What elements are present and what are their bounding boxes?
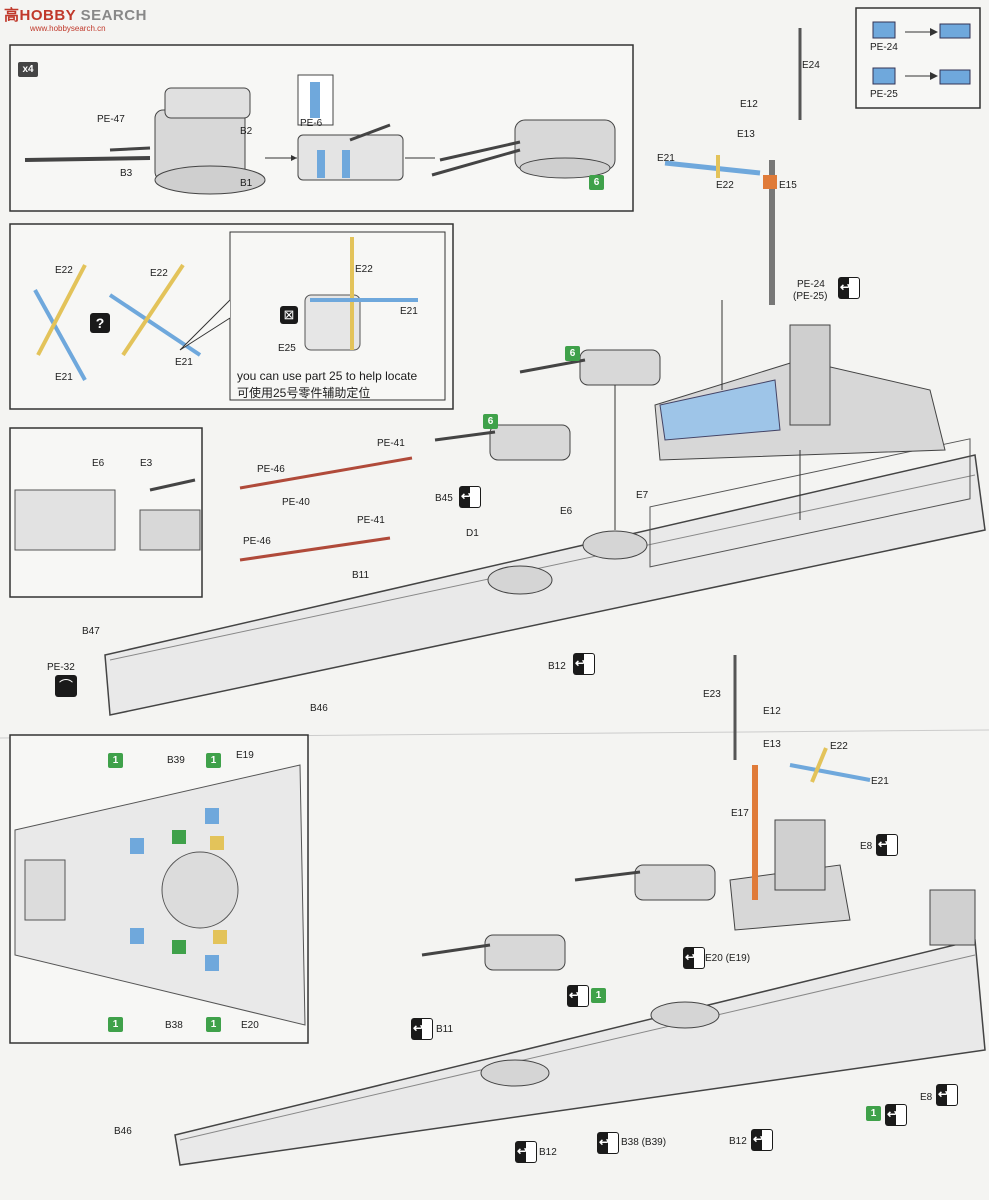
part-label-e21: E21 [55,372,73,383]
remove-icon: ⊠ [280,306,298,324]
part-label-e21: E21 [871,776,889,787]
part-label-e3: E3 [140,458,153,469]
flip-icon: ↩ [459,486,481,508]
part-label-b45: B45 [435,493,453,504]
flip-icon: ↩ [876,834,898,856]
part-label-b46: B46 [114,1126,132,1137]
bend-icon: ⌒ [55,675,77,697]
part-label-pe24-mast: PE-24 [797,279,825,290]
part-label-e15: E15 [779,180,797,191]
step-badge: 1 [108,753,123,768]
part-label-e22: E22 [150,268,168,279]
part-label-b11: B11 [436,1024,454,1035]
turret-drawing-2 [297,74,404,181]
part-label-e24: E24 [802,60,820,71]
part-label-e21: E21 [400,306,418,317]
part-label-pe6: PE-6 [300,118,323,129]
part-label-e13: E13 [737,129,755,140]
part-label-b2: B2 [240,126,253,137]
part-label-e6: E6 [92,458,105,469]
question-icon: ? [90,313,110,333]
part-label-e6: E6 [560,506,573,517]
part-label-e12: E12 [763,706,781,717]
hull-aft [174,939,986,1166]
flip-icon: ↩ [936,1084,958,1106]
part-label-e23: E23 [703,689,721,700]
part-label-e12: E12 [740,99,758,110]
part-label-pe46: PE-46 [257,464,285,475]
step-badge: 1 [108,1017,123,1032]
flip-icon: ↩ [885,1104,907,1126]
flip-icon: ↩ [751,1129,773,1151]
part-label-b38: B38 [165,1020,183,1031]
flip-icon: ↩ [597,1132,619,1154]
part-label-b12: B12 [539,1147,557,1158]
part-label-b12: B12 [729,1136,747,1147]
part-label-e13: E13 [763,739,781,750]
watermark-url: www.hobbysearch.cn [30,24,106,33]
part-label-pe24: PE-24 [870,42,898,53]
flip-icon: ↩ [515,1141,537,1163]
part-label-pe47: PE-47 [97,114,125,125]
part-label-b46: B46 [310,703,328,714]
step-badge: 1 [591,988,606,1003]
part-label-pe40: PE-40 [282,497,310,508]
part-label-e19: E19 [236,750,254,761]
part-label-e8: E8 [860,841,873,852]
part-label-e22: E22 [830,741,848,752]
step-badge: 6 [565,346,580,361]
part-label-e22: E22 [355,264,373,275]
part-label-e20-e19: E20 (E19) [705,953,751,964]
note-english: you can use part 25 to help locate [237,369,418,383]
part-label-d1: D1 [466,528,479,539]
part-label-e22: E22 [716,180,734,191]
part-label-b39: B39 [167,755,185,766]
part-label-b12: B12 [548,661,566,672]
step-badge: 6 [589,175,604,190]
note-chinese: 可使用25号零件辅助定位 [237,386,371,400]
part-label-b3: B3 [120,168,133,179]
part-label-e22: E22 [55,265,73,276]
step-badge: 1 [866,1106,881,1121]
multiplier-badge: x4 [18,62,38,77]
part-label-b11: B11 [352,570,370,581]
turret-drawing-3 [431,119,616,179]
watermark-logo: 高HOBBY SEARCH [4,7,147,24]
part-label-pe41: PE-41 [357,515,385,526]
part-label-pe46: PE-46 [243,536,271,547]
part-label-pe32: PE-32 [47,662,75,673]
flip-icon: ↩ [838,277,860,299]
flip-icon: ↩ [683,947,705,969]
flip-icon: ↩ [411,1018,433,1040]
part-label-e8: E8 [920,1092,933,1103]
part-label-b47: B47 [82,626,100,637]
flip-icon: ↩ [567,985,589,1007]
part-label-pe25: PE-25 [870,89,898,100]
step-badge: 1 [206,1017,221,1032]
step-badge: 6 [483,414,498,429]
part-label-e25: E25 [278,343,296,354]
flip-icon: ↩ [573,653,595,675]
part-label-b1: B1 [240,178,253,189]
step-badge: 1 [206,753,221,768]
part-label-pe25-mast: (PE-25) [793,291,828,302]
part-label-e20: E20 [241,1020,259,1031]
part-label-e21: E21 [175,357,193,368]
part-label-b38-b39: B38 (B39) [621,1137,667,1148]
part-label-e7: E7 [636,490,649,501]
part-label-e17: E17 [731,808,749,819]
turret-drawing-1 [24,87,266,195]
part-label-pe41: PE-41 [377,438,405,449]
part-label-e21: E21 [657,153,675,164]
